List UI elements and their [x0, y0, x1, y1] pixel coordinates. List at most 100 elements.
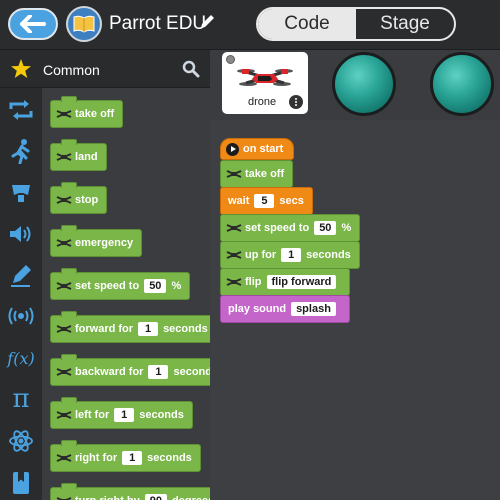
block-suffix: seconds: [173, 366, 210, 378]
block-label: up for: [245, 249, 277, 261]
block-suffix: seconds: [163, 323, 208, 335]
status-led-1: [332, 52, 396, 116]
block-label: wait: [228, 195, 250, 207]
block-suffix: secs: [279, 195, 304, 207]
back-button[interactable]: [8, 8, 58, 40]
block-label: set speed to: [245, 222, 310, 234]
block-label: land: [75, 151, 98, 163]
project-title: Parrot EDU: [109, 13, 207, 34]
repeat-icon[interactable]: [6, 95, 36, 125]
pen-icon[interactable]: [6, 260, 36, 290]
tab-stage[interactable]: Stage: [380, 13, 430, 34]
drone-icon: [56, 153, 72, 161]
broadcast-icon[interactable]: [6, 301, 36, 331]
drone-icon: [56, 239, 72, 247]
block-value-input[interactable]: 1: [138, 322, 159, 336]
drone-icon: [56, 196, 72, 204]
block-value-input[interactable]: 50: [144, 279, 167, 293]
category-rail: f(x) π: [0, 88, 42, 500]
view-switcher: Code Stage: [256, 7, 456, 41]
speaker-icon[interactable]: [6, 219, 36, 249]
book-button[interactable]: [66, 6, 102, 42]
block-label: take off: [75, 108, 115, 120]
script-wait-block[interactable]: wait 5 secs: [220, 187, 313, 215]
drone-icon: [226, 278, 242, 286]
drone-icon: [56, 282, 72, 290]
top-bar: Parrot EDU Code Stage: [0, 0, 500, 50]
atom-icon[interactable]: [6, 426, 36, 456]
block-value-input[interactable]: 1: [122, 451, 143, 465]
block-label: forward for: [75, 323, 134, 335]
palette-right-block[interactable]: right for 1 seconds: [50, 440, 201, 472]
palette-set-speed-block[interactable]: set speed to 50%: [50, 268, 191, 300]
back-arrow-icon: [20, 15, 46, 33]
tab-code[interactable]: Code: [258, 9, 356, 39]
function-icon[interactable]: f(x): [7, 348, 35, 368]
script-take-off-block[interactable]: take off: [220, 160, 294, 188]
drone-icon: [56, 411, 72, 419]
block-suffix: %: [171, 280, 182, 292]
block-value-input[interactable]: 1: [114, 408, 135, 422]
star-icon: [11, 59, 31, 78]
palette-emergency-block[interactable]: emergency: [50, 225, 143, 257]
search-icon[interactable]: [182, 60, 200, 78]
block-label: play sound: [228, 303, 287, 315]
device-label: drone: [248, 96, 277, 108]
category-name: Common: [43, 62, 100, 78]
more-options-icon[interactable]: [289, 95, 303, 109]
block-suffix: seconds: [306, 249, 351, 261]
bookmark-icon[interactable]: [6, 468, 36, 498]
wait-seconds-input[interactable]: 5: [254, 194, 275, 208]
running-figure-icon[interactable]: [6, 136, 36, 166]
drone-icon: [56, 454, 72, 462]
drone-icon: [226, 224, 242, 232]
on-start-block[interactable]: on start: [220, 138, 294, 160]
palette-backward-block[interactable]: backward for 1 seconds: [50, 354, 210, 386]
palette-turn-right-block[interactable]: turn right by 90 degrees: [50, 483, 210, 500]
block-value-input[interactable]: 1: [148, 365, 169, 379]
drone-icon: [56, 325, 72, 333]
edit-pencil-icon[interactable]: [198, 13, 216, 31]
drone-icon: [56, 110, 72, 118]
block-suffix: degrees: [172, 495, 210, 500]
block-suffix: seconds: [147, 452, 192, 464]
block-value-input[interactable]: 90: [144, 494, 168, 500]
block-label: right for: [75, 452, 118, 464]
sound-select[interactable]: splash: [291, 302, 336, 316]
drone-icon: [226, 170, 242, 178]
block-suffix: %: [341, 222, 352, 234]
speed-input[interactable]: 50: [314, 221, 337, 235]
script-up-for-block[interactable]: up for 1 seconds: [220, 241, 360, 269]
status-led-2: [430, 52, 494, 116]
script-play-sound-block[interactable]: play sound splash: [220, 295, 350, 323]
block-label: flip: [245, 276, 262, 288]
drone-icon: [237, 69, 293, 86]
block-label: turn right by: [75, 495, 140, 500]
connection-status-dot: [226, 55, 235, 64]
play-icon: [226, 143, 239, 156]
block-label: left for: [75, 409, 110, 421]
palette-stop-block[interactable]: stop: [50, 182, 108, 214]
on-start-label: on start: [243, 143, 284, 155]
palette-left-block[interactable]: left for 1 seconds: [50, 397, 193, 429]
up-seconds-input[interactable]: 1: [281, 248, 302, 262]
flip-direction-select[interactable]: flip forward: [266, 275, 337, 289]
pi-icon[interactable]: π: [12, 384, 30, 414]
drone-icon: [226, 251, 242, 259]
palette-land-block[interactable]: land: [50, 139, 107, 171]
script-set-speed-block[interactable]: set speed to 50 %: [220, 214, 361, 242]
block-label: backward for: [75, 366, 144, 378]
gamepad-icon[interactable]: [6, 178, 36, 208]
drone-icon: [56, 368, 72, 376]
block-palette: take off land stop emergency set speed to 50%…: [42, 88, 210, 500]
book-icon: [73, 15, 95, 33]
block-label: take off: [245, 168, 285, 180]
palette-forward-block[interactable]: forward for 1 seconds: [50, 311, 210, 343]
block-label: set speed to: [75, 280, 140, 292]
palette-take-off-block[interactable]: take off: [50, 96, 124, 128]
script-flip-block[interactable]: flip flip forward: [220, 268, 351, 296]
block-suffix: seconds: [139, 409, 184, 421]
category-header[interactable]: Common: [0, 50, 210, 88]
drone-device-card[interactable]: drone: [222, 52, 308, 114]
